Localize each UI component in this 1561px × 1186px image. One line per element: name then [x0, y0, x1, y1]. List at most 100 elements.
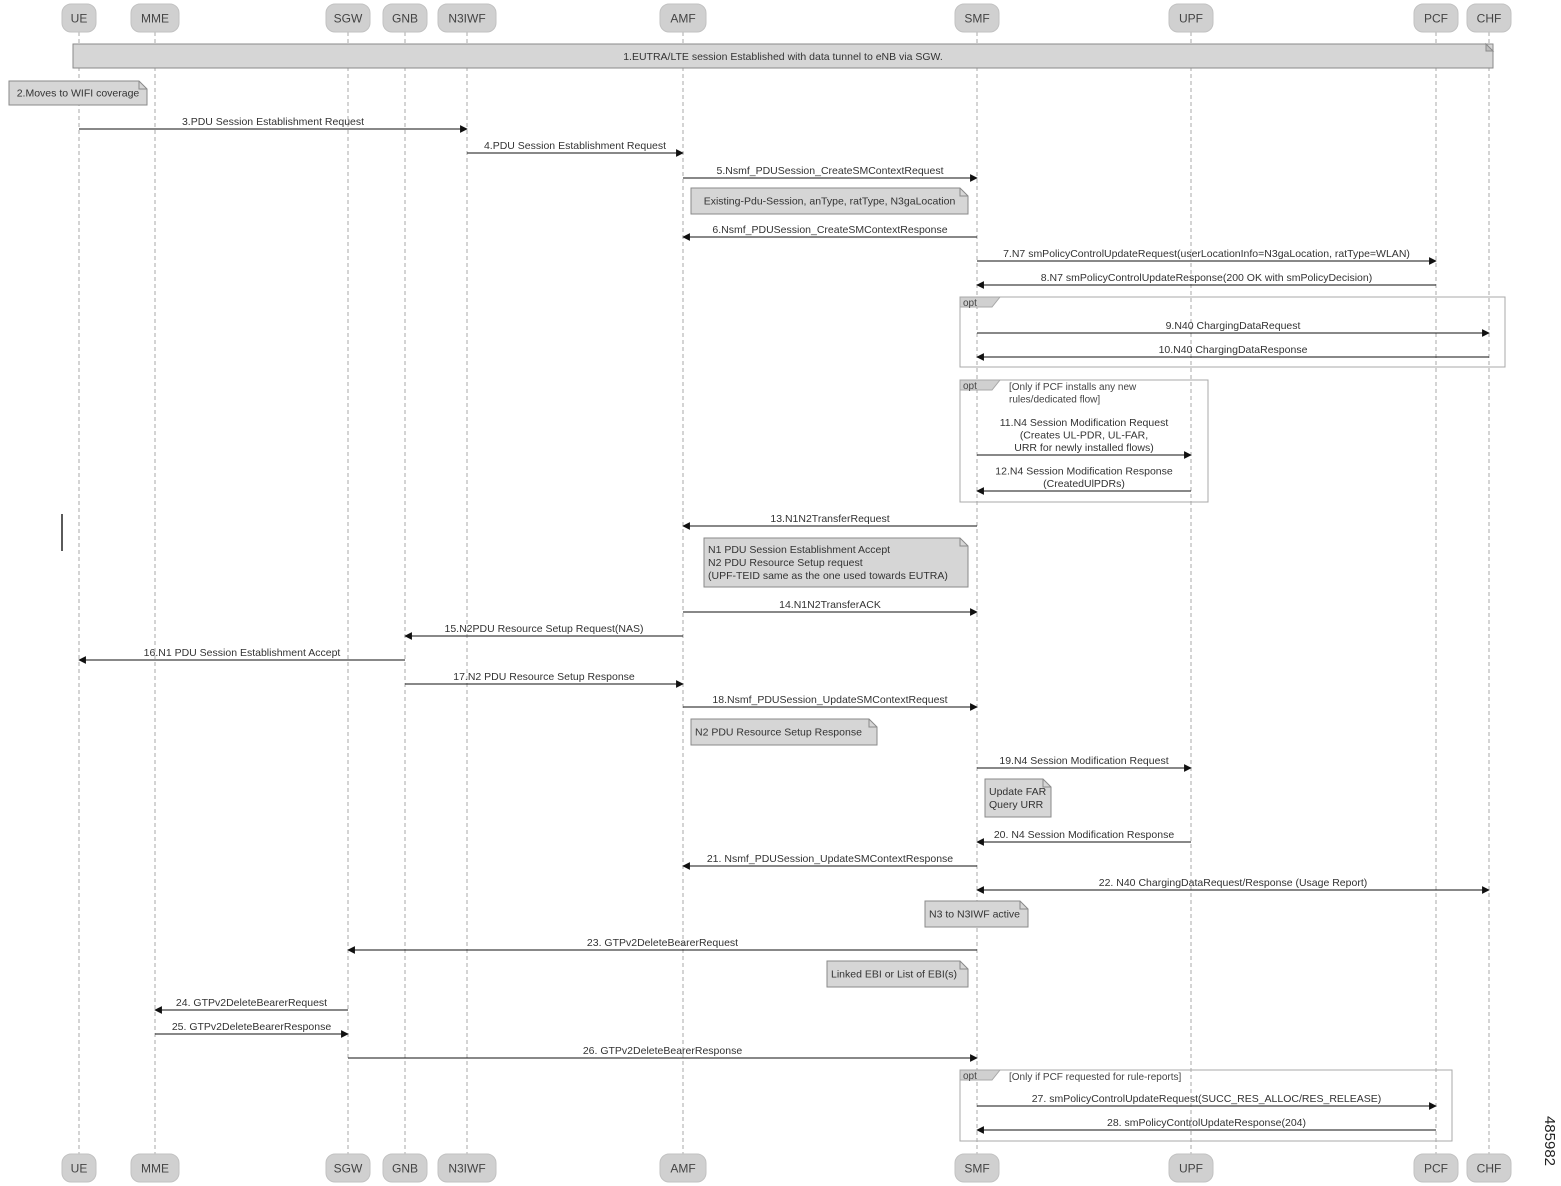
participant-label-gnb-top: GNB: [392, 12, 418, 26]
message-label-21: 21. Nsmf_PDUSession_UpdateSMContextRespo…: [707, 853, 953, 865]
participant-box-n3iwf-bottom: [437, 1153, 497, 1183]
opt-condition-2: [Only if PCF installs any new: [1009, 382, 1137, 393]
participant-label-mme-top: MME: [141, 12, 169, 26]
message-label-6: 6.Nsmf_PDUSession_CreateSMContextRespons…: [712, 224, 947, 236]
message-label-19: 19.N4 Session Modification Request: [999, 755, 1168, 767]
message-label-3: 3.PDU Session Establishment Request: [182, 116, 364, 128]
note-fold-2: [959, 188, 968, 197]
opt-tag-box-2: [959, 379, 1002, 391]
participant-label-gnb-bottom: GNB: [392, 1162, 418, 1176]
participant-label-mme-bottom: MME: [141, 1162, 169, 1176]
participant-box-gnb-top: [382, 3, 428, 33]
message-label-4: 4.PDU Session Establishment Request: [484, 140, 666, 152]
opt-tag-3: opt: [963, 1071, 977, 1082]
message-label-7: 7.N7 smPolicyControlUpdateRequest(userLo…: [1003, 248, 1410, 260]
participant-box-pcf-bottom: [1413, 1153, 1459, 1183]
session-banner: 1.EUTRA/LTE session Established with dat…: [72, 42, 1495, 69]
note-box-4: [690, 718, 878, 746]
message-label-15: 15.N2PDU Resource Setup Request(NAS): [444, 623, 643, 635]
message-label-11: (Creates UL-PDR, UL-FAR,: [1020, 430, 1148, 442]
note-text-2: Existing-Pdu-Session, anType, ratType, N…: [704, 196, 956, 208]
participant-box-pcf-top: [1413, 3, 1459, 33]
participant-box-sgw-bottom: [325, 1153, 371, 1183]
message-label-10: 10.N40 ChargingDataResponse: [1159, 344, 1308, 356]
message-label-16: 16.N1 PDU Session Establishment Accept: [144, 647, 341, 659]
participant-box-mme-bottom: [130, 1153, 180, 1183]
message-label-20: 20. N4 Session Modification Response: [994, 829, 1175, 841]
note-box-7: [826, 960, 969, 988]
banner-corner: [1485, 42, 1495, 52]
participant-box-smf-top: [954, 3, 1000, 33]
opt-condition-2: rules/dedicated flow]: [1009, 395, 1100, 406]
note-text-3: (UPF-TEID same as the one used towards E…: [708, 570, 948, 582]
message-label-27: 27. smPolicyControlUpdateRequest(SUCC_RE…: [1032, 1093, 1382, 1105]
notes: 2.Moves to WIFI coverageExisting-Pdu-Ses…: [8, 80, 1052, 988]
messages: 3.PDU Session Establishment Request 4.PDU…: [78, 116, 1490, 1134]
message-label-26: 26. GTPv2DeleteBearerResponse: [583, 1045, 742, 1057]
participant-box-chf-top: [1466, 3, 1512, 33]
opt-condition-3: [Only if PCF requested for rule-reports]: [1009, 1072, 1182, 1083]
note-box-1: [8, 80, 148, 106]
note-box-5: [984, 778, 1052, 818]
participant-box-amf-bottom: [659, 1153, 707, 1183]
banner-text: 1.EUTRA/LTE session Established with dat…: [623, 51, 943, 63]
note-fold-6: [1019, 901, 1028, 910]
opt-fragment-1: [959, 296, 1506, 368]
participant-label-smf-top: SMF: [964, 12, 989, 26]
participant-box-sgw-top: [325, 3, 371, 33]
participant-label-n3iwf-top: N3IWF: [448, 12, 485, 26]
message-label-22: 22. N40 ChargingDataRequest/Response (Us…: [1099, 877, 1367, 889]
message-label-14: 14.N1N2TransferACK: [779, 599, 881, 611]
note-text-3: N1 PDU Session Establishment Accept: [708, 544, 890, 556]
message-label-24: 24. GTPv2DeleteBearerRequest: [176, 997, 327, 1009]
opt-tag-1: opt: [963, 298, 977, 309]
participant-label-pcf-bottom: PCF: [1424, 1162, 1448, 1176]
message-label-23: 23. GTPv2DeleteBearerRequest: [587, 937, 738, 949]
note-text-1: 2.Moves to WIFI coverage: [17, 88, 140, 100]
message-label-18: 18.Nsmf_PDUSession_UpdateSMContextReques…: [712, 694, 947, 706]
participant-box-smf-bottom: [954, 1153, 1000, 1183]
note-text-6: N3 to N3IWF active: [929, 909, 1020, 921]
participant-label-sgw-bottom: SGW: [334, 1162, 363, 1176]
note-fold-3: [959, 538, 968, 547]
message-label-5: 5.Nsmf_PDUSession_CreateSMContextRequest: [716, 165, 943, 177]
note-text-5: Update FAR: [989, 786, 1047, 798]
participant-box-upf-bottom: [1168, 1153, 1214, 1183]
message-label-28: 28. smPolicyControlUpdateResponse(204): [1107, 1117, 1306, 1129]
note-text-3: N2 PDU Resource Setup request: [708, 557, 863, 569]
participant-label-sgw-top: SGW: [334, 12, 363, 26]
participant-label-upf-top: UPF: [1179, 12, 1203, 26]
participant-box-upf-top: [1168, 3, 1214, 33]
note-text-7: Linked EBI or List of EBI(s): [831, 969, 957, 981]
note-box-6: [924, 900, 1029, 928]
note-box-2: [690, 187, 969, 215]
participant-label-amf-bottom: AMF: [670, 1162, 695, 1176]
participant-label-amf-top: AMF: [670, 12, 695, 26]
banner-box: [72, 43, 1494, 69]
participant-headers: UEUEMMEMMESGWSGWGNBGNBN3IWFN3IWFAMFAMFSM…: [61, 3, 1512, 1183]
note-fold-1: [138, 81, 147, 90]
message-label-12: (CreatedUlPDRs): [1043, 478, 1125, 490]
note-fold-7: [959, 961, 968, 970]
note-fold-5: [1042, 779, 1051, 788]
note-text-5: Query URR: [989, 799, 1044, 811]
participant-label-pcf-top: PCF: [1424, 12, 1448, 26]
message-label-12: 12.N4 Session Modification Response: [995, 466, 1173, 478]
note-fold-4: [868, 719, 877, 728]
opt-fragments: opt opt [Only if PCF installs any new rules…: [959, 296, 1506, 1142]
participant-box-amf-top: [659, 3, 707, 33]
participant-label-ue-top: UE: [71, 12, 88, 26]
participant-box-mme-top: [130, 3, 180, 33]
opt-tag-box-3: [959, 1069, 1002, 1081]
message-label-25: 25. GTPv2DeleteBearerResponse: [172, 1021, 331, 1033]
message-label-11: URR for newly installed flows): [1014, 442, 1153, 454]
participant-box-gnb-bottom: [382, 1153, 428, 1183]
note-text-4: N2 PDU Resource Setup Response: [695, 727, 862, 739]
note-box-3: [703, 537, 969, 588]
misc: 485982: [61, 514, 1558, 1166]
figure-id: 485982: [1541, 1116, 1558, 1166]
participant-label-smf-bottom: SMF: [964, 1162, 989, 1176]
participant-box-ue-top: [61, 3, 97, 33]
participant-label-ue-bottom: UE: [71, 1162, 88, 1176]
